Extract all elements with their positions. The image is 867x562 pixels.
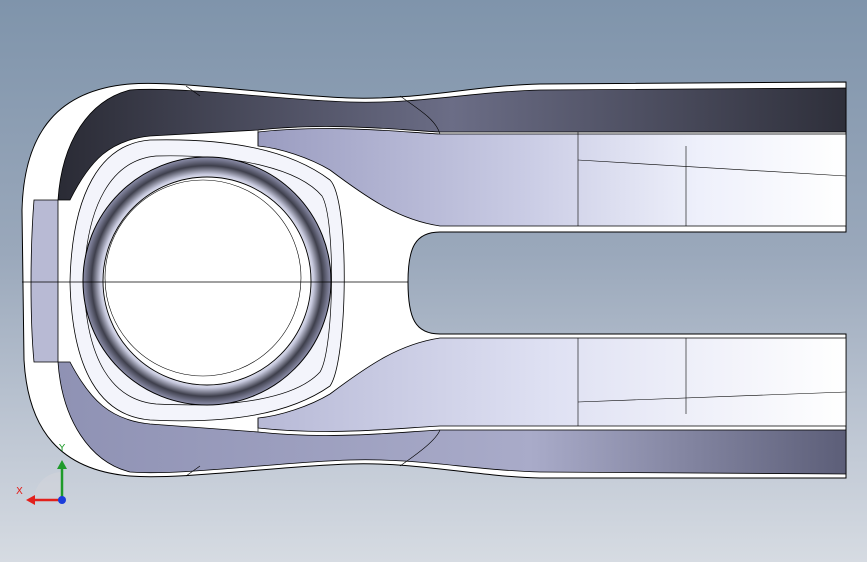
top-flange	[57, 87, 847, 201]
upper-arm	[257, 128, 847, 227]
x-axis-label: X	[16, 486, 23, 497]
left-wall	[30, 199, 59, 363]
bottom-flange	[57, 361, 847, 475]
lower-arm	[257, 337, 847, 432]
y-axis-arrow	[57, 460, 67, 469]
x-axis-arrow	[26, 495, 35, 505]
coordinate-triad: X Y	[14, 442, 76, 512]
edge-lines	[185, 85, 847, 477]
bore-edge	[104, 179, 302, 377]
z-axis-dot	[58, 496, 66, 504]
triad-base-arc	[34, 472, 62, 500]
y-axis-label: Y	[59, 443, 66, 454]
triad-axes	[26, 460, 67, 505]
